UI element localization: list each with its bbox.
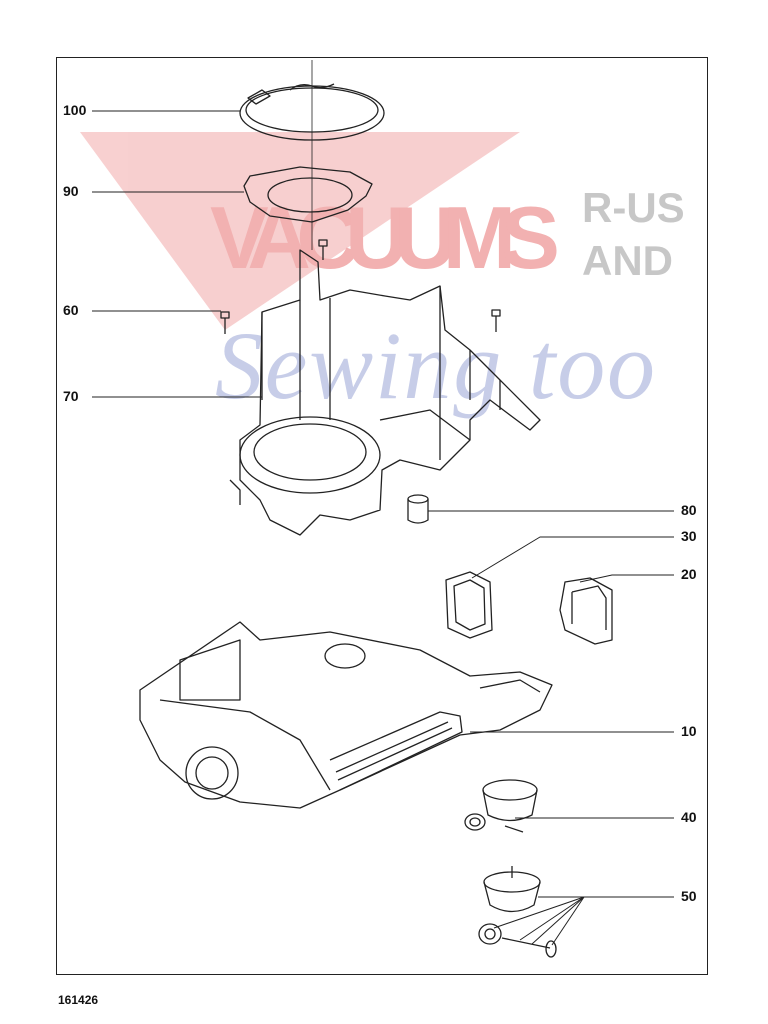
drawing-frame [56,57,708,975]
watermark-vacuums-text: VACUUMS [210,188,560,287]
screw-part [220,239,501,334]
gasket-part [243,166,373,223]
watermark: VACUUMS R-US AND Sewing too [80,132,685,419]
reference-code: 161426 [58,993,99,1007]
watermark-v-shape [80,132,520,330]
front-wheel-part [464,779,538,833]
part-label-100: 100 [63,102,87,118]
part-label-80: 80 [681,502,697,518]
upper-housing-part [229,249,541,536]
bushing-part [407,494,429,524]
part-label-60: 60 [63,302,79,318]
part-label-30: 30 [681,528,697,544]
part-label-10: 10 [681,723,697,739]
part-label-20: 20 [681,566,697,582]
watermark-sewing-text: Sewing too [215,312,655,419]
leader-lines [92,110,674,946]
seal-frame-part [445,571,493,639]
watermark-and-text: AND [582,237,673,284]
part-label-40: 40 [681,809,697,825]
part-label-90: 90 [63,183,79,199]
part-label-70: 70 [63,388,79,404]
base-housing-part [139,621,553,809]
part-label-50: 50 [681,888,697,904]
rear-wheel-part [478,866,557,958]
latch-part [559,577,613,645]
watermark-rus-text: R-US [582,184,685,231]
ring-part [239,83,385,141]
